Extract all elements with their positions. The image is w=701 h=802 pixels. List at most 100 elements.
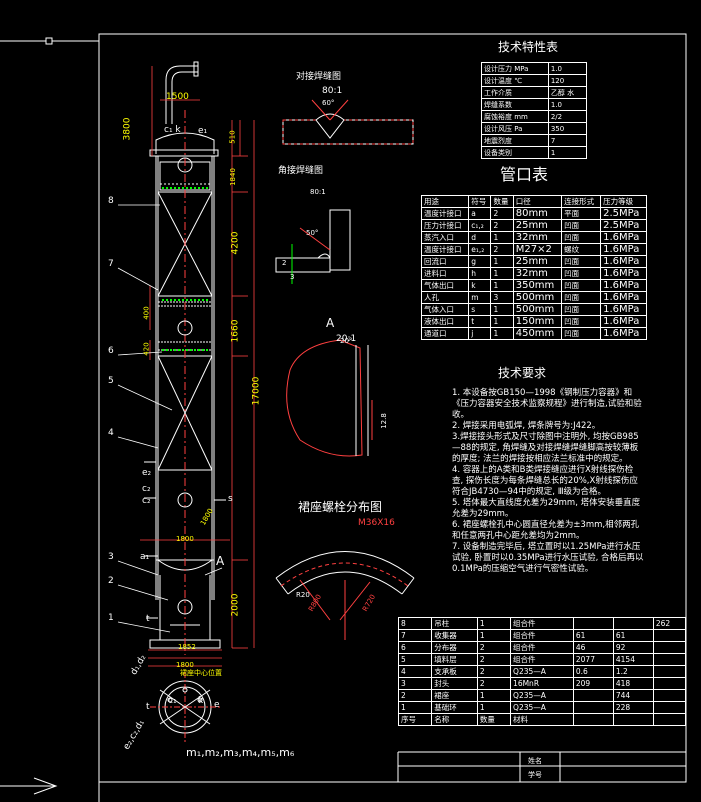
nozzle-row-cell: 压力计接口: [420, 219, 470, 232]
dimension-lines: [140, 66, 255, 667]
requirement-item: 1. 本设备按GB150—1998《钢制压力容器》和《压力容器安全技术监察规程》…: [452, 388, 642, 420]
nozzle-row-cell: 液体出口: [420, 315, 470, 328]
nozzle-row-cell: 450mm: [512, 327, 563, 340]
detail-angle-20: 20°: [340, 337, 353, 345]
nozzle-row-cell: 2: [490, 207, 514, 220]
nozzle-header-cell: 用途: [420, 195, 470, 208]
dim-1800-bottom: 1800: [176, 661, 194, 669]
bom-row-cell: 2: [476, 641, 512, 654]
tech-row: 工作介质乙醇 水: [481, 86, 588, 99]
nozzle-row-cell: 平面: [561, 207, 602, 220]
weld-a2: 2: [282, 259, 287, 267]
dim-420: 420: [142, 342, 151, 356]
weld-angle-60: 60°: [322, 99, 335, 107]
nozzle-header-cell: 连接形式: [561, 195, 602, 208]
nozzle-row-cell: 32mm: [512, 231, 563, 244]
corner-weld-title: 角接焊缝图: [278, 166, 324, 176]
nozzle-row-cell: 25mm: [512, 219, 563, 232]
nozzle-row-cell: j: [468, 327, 492, 340]
tech-row-cell: 乙醇 水: [547, 86, 588, 99]
requirement-item: 5. 塔体最大直线度允差为29mm, 塔体安装垂直度允差为29mm。: [452, 498, 641, 519]
nozzle-row-cell: 500mm: [512, 291, 563, 304]
bom-row-cell: 1: [476, 689, 512, 702]
corner-weld-scale: 80:1: [310, 188, 326, 196]
bom-row-cell: 2077: [572, 653, 614, 666]
bom-row-cell: [652, 665, 687, 678]
bom-footer-row: 序号名称数量材料: [397, 713, 687, 726]
bom-row-cell: 6: [397, 641, 433, 654]
bom-row-cell: Q235—A: [510, 689, 574, 702]
bom-row-cell: 3: [397, 677, 433, 690]
tech-row-cell: 1.0: [547, 98, 588, 111]
bom-row-cell: [652, 641, 687, 654]
bom-row-cell: 组合件: [510, 641, 574, 654]
nozzle-row-cell: 蒸汽入口: [420, 231, 470, 244]
nozzle-header-row: 用途符号数量口径连接形式压力等级: [420, 195, 647, 208]
nozzle-row-cell: 1: [490, 255, 514, 268]
bom-row-cell: 5: [397, 653, 433, 666]
nozzle-row-cell: 32mm: [512, 267, 563, 280]
butt-weld-detail: [282, 99, 414, 145]
bom-row-cell: 92: [612, 641, 654, 654]
weld-angle-50: 50°: [306, 229, 319, 237]
bom-row-cell: 61: [572, 629, 614, 642]
bom-row-cell: 组合件: [510, 653, 574, 666]
bom-row-cell: 吊柱: [431, 617, 478, 630]
nozzle-row-cell: 500mm: [512, 303, 563, 316]
bom-row-cell: 封头: [431, 677, 478, 690]
bom-row-cell: 744: [612, 689, 654, 702]
bom-row-cell: [652, 701, 687, 714]
tech-row-cell: 1.0: [547, 62, 588, 75]
bolt-spec-label: M36X16: [358, 518, 395, 528]
nozzle-row-cell: 80mm: [512, 207, 563, 220]
nozzle-row-cell: 2: [490, 219, 514, 232]
nozzle-row-cell: m: [468, 291, 492, 304]
nozzle-row-cell: 1.6MPa: [600, 267, 647, 280]
bom-row-cell: 262: [652, 617, 687, 630]
bom-row-cell: 基础环: [431, 701, 478, 714]
bom-row-cell: 组合件: [510, 617, 574, 630]
nozzle-row-cell: 1.6MPa: [600, 291, 647, 304]
bom-row-cell: 418: [612, 677, 654, 690]
nozzle-row-cell: 凹面: [561, 231, 602, 244]
bom-footer-cell: 名称: [431, 713, 478, 726]
topview-t: t: [146, 702, 150, 712]
tech-row-cell: 350: [547, 122, 588, 135]
bom-row-cell: 61: [612, 629, 654, 642]
detail-A-ref: A: [216, 554, 225, 568]
topview-e: e: [214, 700, 220, 710]
column-body: [144, 61, 226, 655]
nozzle-row-cell: t: [468, 315, 492, 328]
bom-row-cell: [572, 689, 614, 702]
bom-row-cell: 4: [397, 665, 433, 678]
bom-row-cell: Q235—A: [510, 701, 574, 714]
nozzle-row-cell: 回流口: [420, 255, 470, 268]
nozzle-row-cell: 1.6MPa: [600, 255, 647, 268]
tech-row-cell: 设备类别: [481, 146, 549, 159]
tech-row-cell: 腐蚀裕度 mm: [481, 110, 549, 123]
bom-row-cell: 1: [476, 617, 512, 630]
requirement-item: 7. 设备制造完毕后, 塔立置时以1.25MPa进行水压试验, 卧置时以0.35…: [452, 542, 644, 574]
dim-1500: 1500: [166, 92, 189, 102]
butt-weld-scale: 80:1: [322, 86, 343, 96]
nozzle-row-cell: 350mm: [512, 279, 563, 292]
manhole-list: m₁,m₂,m₃,m₄,m₅,m₆: [186, 746, 295, 759]
nozzle-row-cell: 2.5MPa: [600, 207, 647, 220]
bom-footer-cell: 序号: [397, 713, 433, 726]
nozzle-header-cell: 口径: [512, 195, 563, 208]
bom-row-cell: 2: [476, 677, 512, 690]
bom-row-cell: 7: [397, 629, 433, 642]
